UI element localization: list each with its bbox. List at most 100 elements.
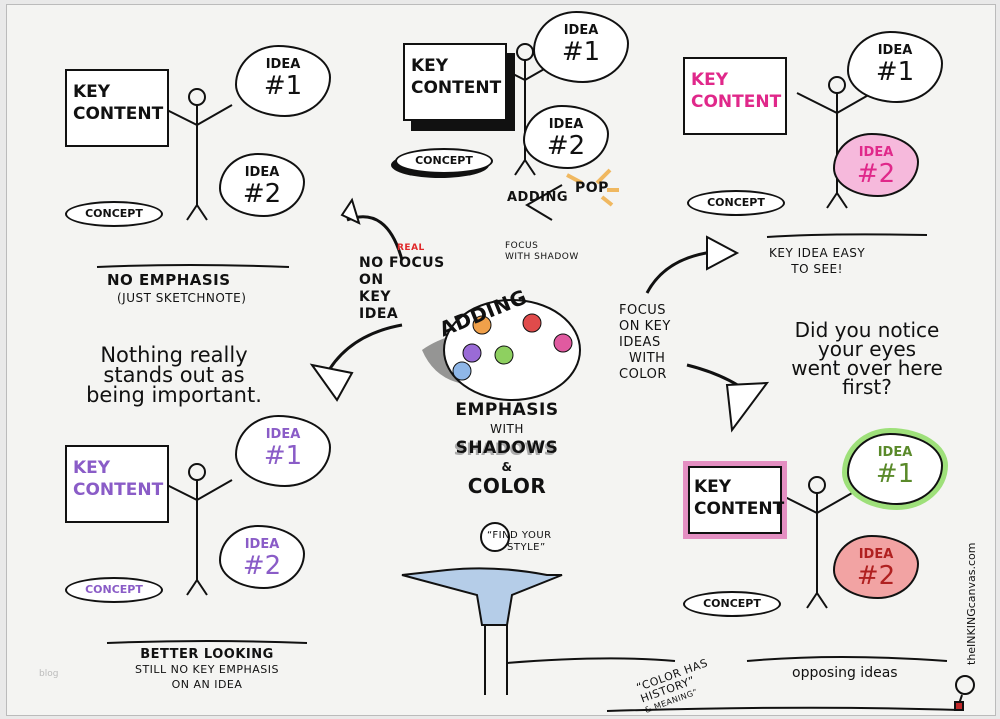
text-idea: idea <box>359 306 399 322</box>
idea-1-cloud: Idea#1 <box>847 31 943 103</box>
lightbulb-pencil-icon <box>954 675 975 711</box>
key-idea-easy-note: Key idea easy to see! <box>769 245 865 277</box>
key-content-box: Key Content <box>683 461 787 539</box>
nothing-really-text: Nothing really stands out as being impor… <box>79 343 269 407</box>
text-key: key <box>359 289 392 305</box>
concept-bubble: Concept <box>683 591 781 617</box>
divider-line <box>746 656 948 662</box>
text-line: Shadows <box>455 438 559 458</box>
find-your-style-figure <box>401 522 563 695</box>
idea-number: #2 <box>546 131 586 161</box>
concept-bubble: Concept <box>65 201 163 227</box>
divider-line <box>106 640 308 644</box>
divider-line <box>766 233 928 238</box>
divider-line <box>506 657 676 664</box>
divider-line <box>606 706 960 712</box>
sketchnote-canvas: Key ContentConceptIdea#1Idea#2Key Conten… <box>6 4 996 716</box>
focus-on-key-ideas-with-color-note: Focus on key ideas with color <box>619 303 671 383</box>
text-line: Focus <box>505 241 539 251</box>
text-on: on <box>359 272 384 288</box>
idea-1-cloud: Idea#1 <box>847 433 943 505</box>
text-line: your eyes <box>817 337 917 361</box>
key-content-box: Key Content <box>65 445 169 523</box>
text-line: on an idea <box>171 678 243 691</box>
text-line: ideas <box>619 335 661 350</box>
sketch-lines <box>96 43 975 712</box>
idea-1-cloud: Idea#1 <box>235 45 331 117</box>
text-line: Focus <box>619 303 667 318</box>
text-line: Emphasis <box>455 400 559 420</box>
idea-label: Idea <box>563 23 599 38</box>
idea-2-cloud: Idea#2 <box>833 133 919 197</box>
text-line: on key <box>619 319 671 334</box>
opposing-ideas-text: opposing ideas <box>792 665 898 681</box>
pop-text: Pop <box>575 180 609 196</box>
idea-number: #1 <box>875 459 915 489</box>
brand-signature: theINKINGcanvas.com <box>965 542 978 665</box>
text-line: to see! <box>791 262 843 276</box>
idea-label: Idea <box>858 547 894 562</box>
idea-1-cloud: Idea#1 <box>533 11 629 83</box>
text-no: No <box>359 255 384 271</box>
no-real-focus-note: No Focus on key idea <box>359 255 445 323</box>
idea-number: #1 <box>875 57 915 87</box>
idea-number: #2 <box>242 551 282 581</box>
text-line: being important. <box>86 383 262 407</box>
key-content-box: Key Content <box>65 69 169 147</box>
find-your-style-quote: “Find your style” <box>487 530 552 554</box>
text-line: “Find your <box>487 530 552 541</box>
idea-1-cloud: Idea#1 <box>235 415 331 487</box>
text-line: color <box>619 367 667 382</box>
focus-with-shadow-note: Focus with shadow <box>505 241 579 263</box>
adding-text: Adding <box>507 190 569 205</box>
idea-number: #1 <box>263 441 303 471</box>
no-emphasis-heading: No emphasis <box>107 271 231 289</box>
idea-label: Idea <box>265 427 301 442</box>
concept-bubble: Concept <box>687 190 785 216</box>
emphasis-title: Emphasis with Shadows & Color <box>452 400 562 498</box>
idea-label: Idea <box>877 43 913 58</box>
concept-bubble: Concept <box>65 577 163 603</box>
key-content-box: Key Content <box>403 43 507 121</box>
text-line: & <box>501 460 513 474</box>
text-line: Better looking <box>140 647 274 662</box>
idea-2-cloud: Idea#2 <box>833 535 919 599</box>
text-line: Key idea easy <box>769 246 866 260</box>
idea-label: Idea <box>244 165 280 180</box>
idea-label: Idea <box>244 537 280 552</box>
better-looking-note: Better looking still no key emphasis on … <box>107 647 307 692</box>
text-line: first? <box>842 375 892 399</box>
text-line: went over here <box>791 356 943 380</box>
text-line: stands out as <box>103 363 245 387</box>
real-annotation: real <box>397 243 425 253</box>
text-line: style” <box>507 542 546 553</box>
text-line: Nothing really <box>100 343 248 367</box>
idea-2-cloud: Idea#2 <box>219 525 305 589</box>
idea-label: Idea <box>858 145 894 160</box>
idea-label: Idea <box>877 445 913 460</box>
text-line: with shadow <box>505 252 579 262</box>
key-content-box: Key Content <box>683 57 787 135</box>
text-line: Did you notice <box>794 318 940 342</box>
text-focus: Focus <box>389 255 445 271</box>
blog-watermark: blog <box>39 669 59 679</box>
idea-number: #1 <box>561 37 601 67</box>
curved-arrow-up <box>346 215 404 261</box>
concept-bubble: Concept <box>395 148 493 174</box>
pop-burst <box>566 168 619 207</box>
idea-2-cloud: Idea#2 <box>219 153 305 217</box>
did-you-notice-text: Did you notice your eyes went over here … <box>772 318 962 399</box>
text-line: with <box>490 422 524 436</box>
just-sketchnote-note: (just sketchnote) <box>117 291 247 305</box>
text-line: Color <box>467 474 547 498</box>
palette-icon <box>422 299 581 401</box>
idea-number: #2 <box>856 159 896 189</box>
idea-number: #2 <box>242 179 282 209</box>
divider-line <box>96 264 290 268</box>
text-line: with <box>629 351 666 366</box>
text-line: still no key emphasis <box>134 663 280 676</box>
idea-label: Idea <box>265 57 301 72</box>
idea-number: #1 <box>263 71 303 101</box>
idea-number: #2 <box>856 561 896 591</box>
idea-label: Idea <box>548 117 584 132</box>
